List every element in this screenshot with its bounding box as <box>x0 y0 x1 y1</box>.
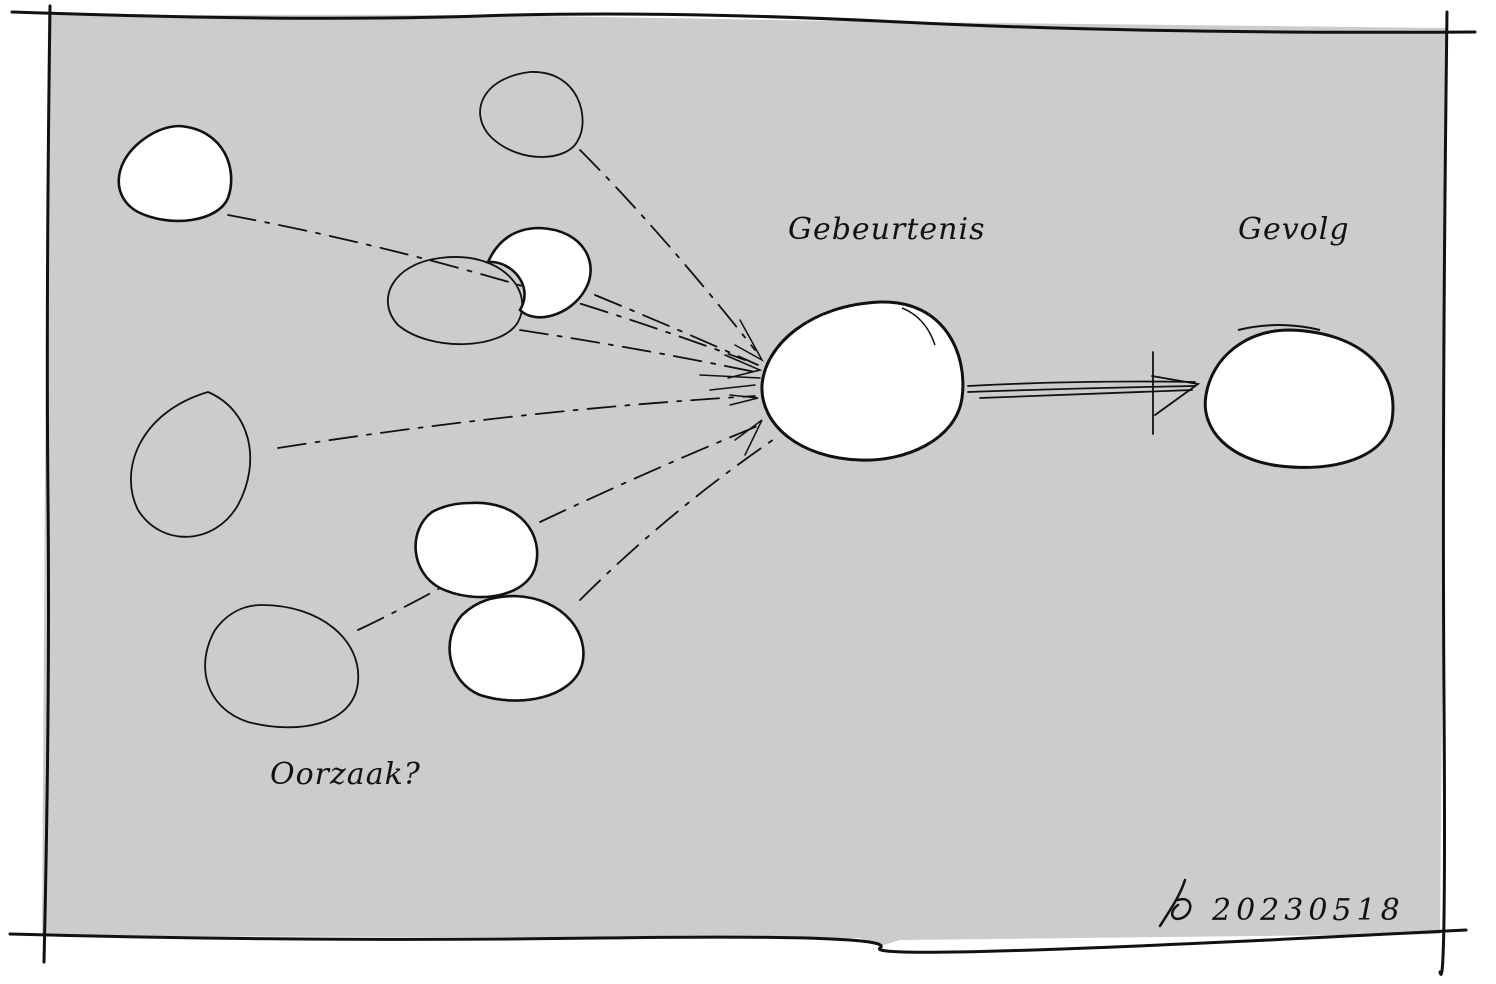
filled-bubble-upper-left <box>117 124 233 223</box>
event-label: Gebeurtenis <box>788 212 986 247</box>
possible-cause-bubbles <box>130 71 584 729</box>
event-bubble <box>760 300 965 462</box>
filled-bubble-lower-b <box>448 594 585 702</box>
frame-lines <box>8 4 1477 976</box>
effect-label: Gevolg <box>1238 212 1350 247</box>
filled-cause-bubbles <box>117 124 592 702</box>
cause-label: Oorzaak? <box>270 757 421 792</box>
event-to-effect-arrow <box>967 351 1201 435</box>
effect-bubble <box>1203 328 1395 469</box>
panel-background <box>42 15 1448 946</box>
arrowhead-scribbles <box>699 319 764 456</box>
signature-date: 20230518 <box>1212 893 1405 928</box>
filled-bubble-lower-a <box>414 501 539 599</box>
cause-bubble-lower <box>204 604 360 729</box>
filled-bubble-middle <box>485 226 592 319</box>
cause-bubble-middle <box>387 256 524 346</box>
cause-links <box>227 149 781 631</box>
cause-bubble-left <box>130 391 252 538</box>
signature-mark <box>1158 878 1192 928</box>
cause-bubble-top <box>479 71 584 158</box>
